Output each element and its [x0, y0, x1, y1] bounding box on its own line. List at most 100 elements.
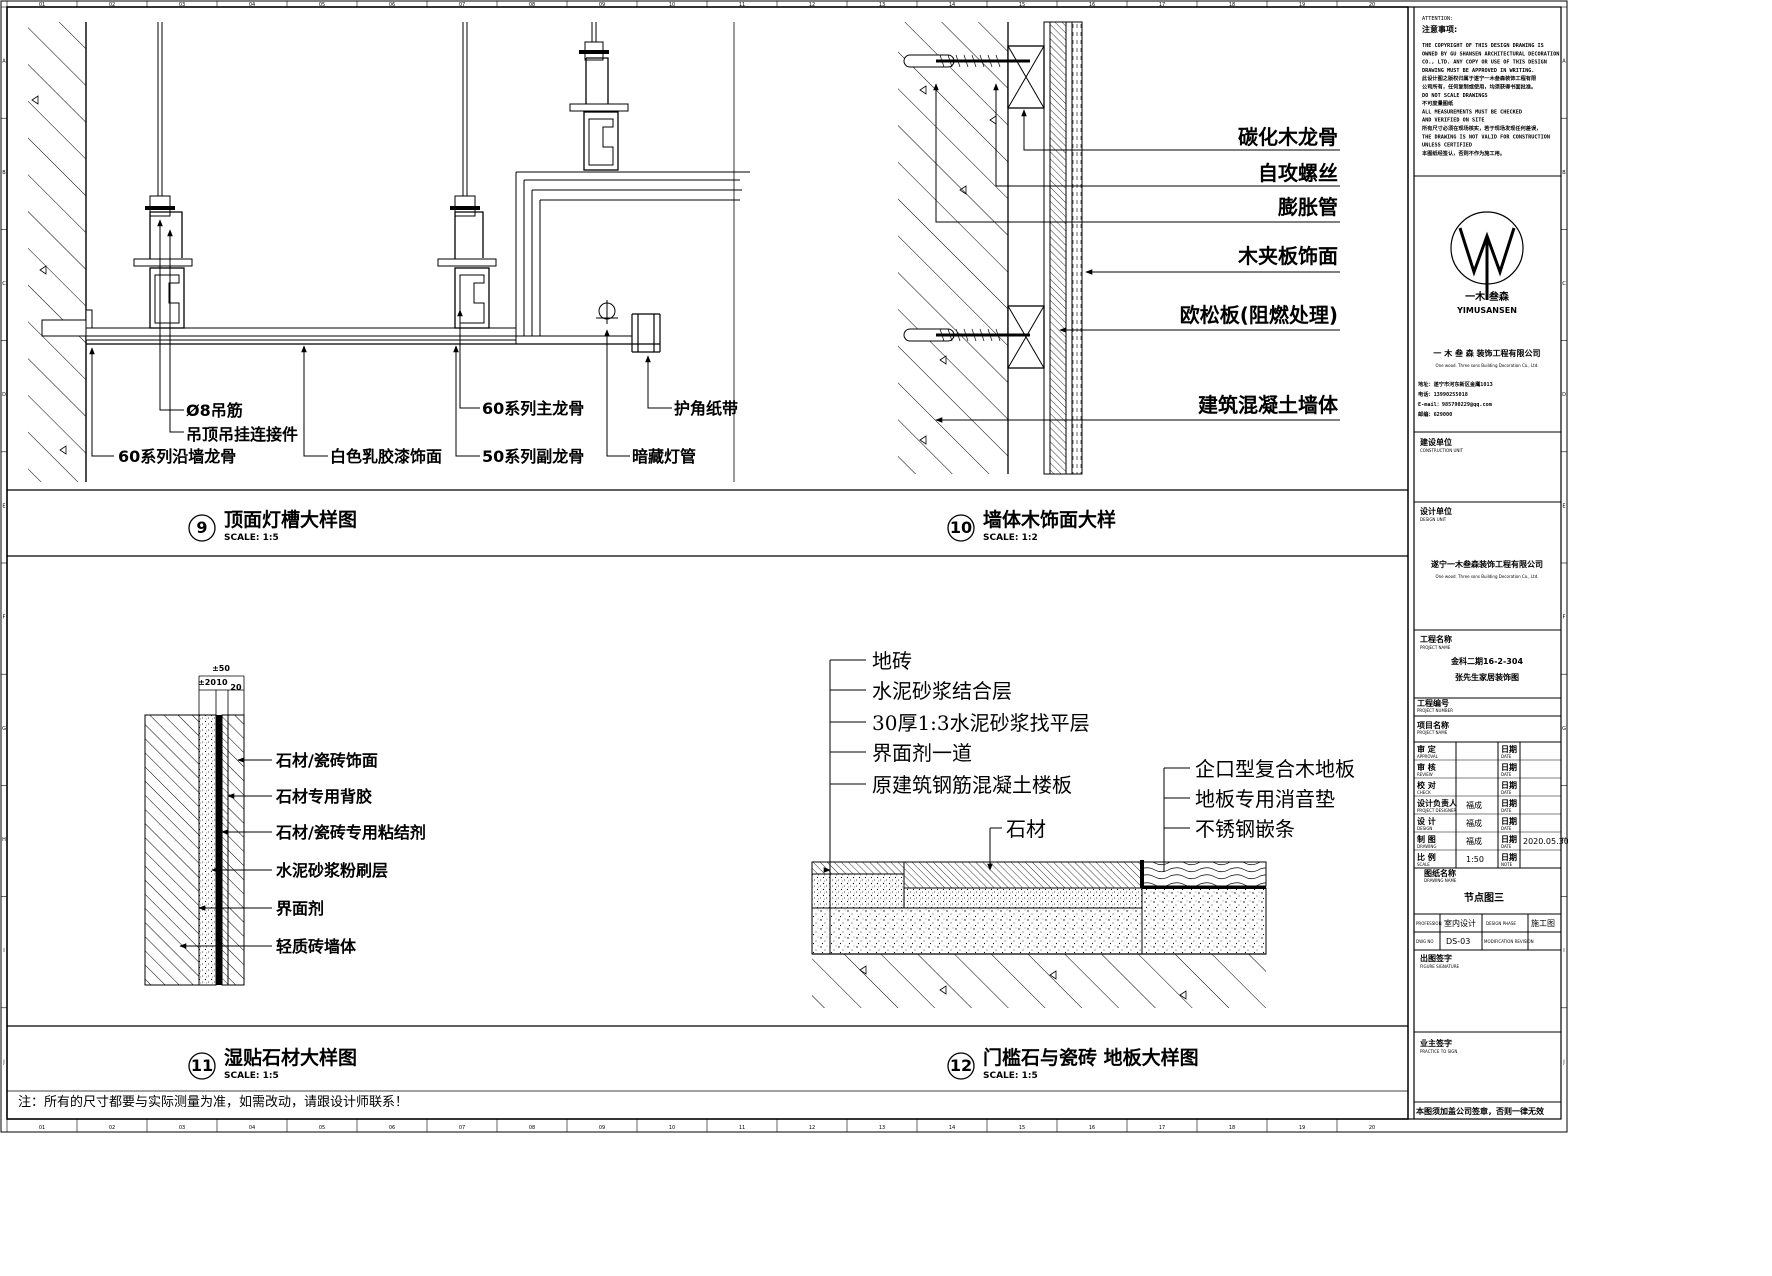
- signoff-role-cn: 比 例: [1417, 852, 1436, 862]
- grid-ticks: 0101020203030404050506060707080809091010…: [1, 1, 1567, 1132]
- grid-col-label: 03: [179, 2, 185, 8]
- address-line: E-mail：985790229@qq.com: [1418, 402, 1492, 408]
- label-carbonized-keel: 碳化木龙骨: [1238, 125, 1338, 149]
- signoff-person: 福成: [1466, 836, 1482, 846]
- dim-total: ±50: [212, 664, 230, 673]
- label-wall-keel: 60系列沿墙龙骨: [118, 447, 236, 466]
- label-adhesive: 石材/瓷砖专用粘结剂: [275, 823, 426, 842]
- signoff-date-cn: 日期: [1501, 762, 1517, 772]
- figure-signature-en: FIGURE SIGNATURE: [1420, 964, 1459, 969]
- detail-12-number-circle: [947, 1052, 975, 1080]
- label-interface-agent: 界面剂: [276, 899, 324, 918]
- drawing-name-cn: 图纸名称: [1424, 868, 1456, 878]
- grid-col-label: 06: [389, 1125, 395, 1131]
- detail-11-title: 湿贴石材大样图: [224, 1046, 357, 1069]
- signoff-person: 福成: [1466, 818, 1482, 828]
- signoff-date-cn: 日期: [1501, 816, 1517, 826]
- attention-line: 本图纸经签认，否则不作为施工用。: [1422, 149, 1505, 157]
- owner-sign-en: PRACTICE TO SIGN: [1420, 1049, 1457, 1054]
- grid-col-label: 14: [949, 2, 955, 8]
- signoff-role-en: DESIGN: [1417, 826, 1432, 831]
- grid-col-label: 18: [1229, 2, 1235, 8]
- detail-9-number: 9: [196, 518, 207, 537]
- attention-line: UNLESS CERTIFIED: [1422, 143, 1472, 149]
- project-line-1: 金科二期16-2-304: [1450, 656, 1523, 666]
- project-name-cn: 工程名称: [1420, 634, 1452, 644]
- signoff-role-en: PROJECT DESIGNER: [1417, 808, 1457, 813]
- grid-col-label: 09: [599, 1125, 605, 1131]
- modification-en: MODIFICATION REVISION: [1484, 939, 1534, 944]
- grid-row-label: I: [1563, 948, 1564, 954]
- label-hidden-light: 暗藏灯管: [632, 447, 696, 466]
- attention-line: OWNED BY GU SHANSEN ARCHITECTURAL DECORA…: [1422, 51, 1559, 57]
- grid-col-label: 10: [669, 1125, 675, 1131]
- grid-col-label: 15: [1019, 1125, 1025, 1131]
- signoff-role-cn: 审 定: [1417, 744, 1436, 754]
- label-stone-finish: 石材/瓷砖饰面: [275, 751, 378, 770]
- signoff-role-cn: 审 核: [1417, 762, 1436, 772]
- signoff-date-cn: 日期: [1501, 834, 1517, 844]
- project-line-2: 张先生家居装饰图: [1455, 672, 1519, 682]
- attention-line: DO NOT SCALE DRAWINGS: [1422, 93, 1488, 99]
- attention-line: DRAWING MUST BE APPROVED IN WRITING.: [1422, 68, 1534, 74]
- grid-row-label: D: [1562, 392, 1566, 398]
- grid-row-label: E: [1562, 503, 1565, 509]
- design-phase: 施工图: [1531, 918, 1555, 928]
- grid-col-label: 06: [389, 2, 395, 8]
- signoff-date-en: DATE: [1501, 772, 1512, 777]
- grid-col-label: 15: [1019, 2, 1025, 8]
- label-mortar-plaster: 水泥砂浆粉刷层: [276, 861, 388, 880]
- grid-col-label: 07: [459, 1125, 465, 1131]
- detail-10-number: 10: [950, 518, 972, 537]
- dim-a: ±20: [198, 678, 216, 687]
- grid-row-label: B: [2, 170, 6, 176]
- design-phase-en: DESIGN PHASE: [1486, 921, 1516, 926]
- signoff-role-en: CHECK: [1417, 790, 1431, 795]
- design-unit-en: DESIGN UNIT: [1420, 517, 1447, 522]
- dim-c: 20: [230, 683, 242, 692]
- owner-sign-cn: 业主签字: [1420, 1038, 1452, 1048]
- attention-line: CO., LTD. ANY COPY OR USE OF THIS DESIGN: [1422, 60, 1547, 66]
- logo-text-cn: 一木·叁森: [1465, 290, 1510, 303]
- label-osb-board: 欧松板(阻燃处理): [1180, 303, 1338, 327]
- label-expansion-tube: 膨胀管: [1277, 195, 1338, 219]
- grid-col-label: 04: [249, 2, 255, 8]
- company-name-en: One wood. Three sons Building Decoration…: [1435, 363, 1538, 368]
- project-number-en: PROJECT NUMBER: [1417, 708, 1453, 713]
- grid-row-label: E: [2, 503, 5, 509]
- grid-col-label: 04: [249, 1125, 255, 1131]
- address-line: 邮编：629000: [1418, 410, 1452, 418]
- construction-unit-cn: 建设单位: [1419, 437, 1452, 447]
- attention-line: 所有尺寸必须在现场核实，若于现场发现任何差误，: [1422, 124, 1541, 132]
- grid-col-label: 19: [1299, 2, 1305, 8]
- label-sound-pad: 地板专用消音垫: [1195, 787, 1335, 811]
- attention-heading: ATTENTION:: [1422, 16, 1453, 22]
- project-number-cn: 工程编号: [1417, 698, 1449, 708]
- grid-col-label: 05: [319, 2, 325, 8]
- attention-line: 此设计图之版权归属于遂宁一木叁森装饰工程有限: [1422, 74, 1537, 82]
- dwg-no: DS-03: [1446, 937, 1470, 946]
- signoff-role-cn: 设计负责人: [1417, 798, 1458, 808]
- project-name-en: PROJECT NAME: [1420, 645, 1451, 650]
- signoff-date-en: DATE: [1501, 808, 1512, 813]
- address-line: 电话：13990255018: [1418, 390, 1468, 398]
- sheet-border-outer: [0, 0, 1568, 1133]
- grid-col-label: 05: [319, 1125, 325, 1131]
- detail-9-number-circle: [188, 514, 216, 542]
- detail-12-number: 12: [950, 1056, 972, 1075]
- title-block: ATTENTION: 注意事项: THE COPYRIGHT OF THIS D…: [1413, 7, 1568, 1119]
- signoff-role-cn: 制 图: [1417, 834, 1436, 844]
- signoff-date-en: DATE: [1501, 826, 1512, 831]
- grid-col-label: 08: [529, 2, 535, 8]
- grid-col-label: 20: [1369, 2, 1375, 8]
- grid-col-label: 19: [1299, 1125, 1305, 1131]
- grid-col-label: 12: [809, 2, 815, 8]
- grid-col-label: 16: [1089, 2, 1095, 8]
- detail-9-scale: SCALE: 1:5: [224, 533, 279, 543]
- general-note: 注：所有的尺寸都要与实际测量为准，如需改动，请跟设计师联系！: [18, 1094, 408, 1110]
- grid-col-label: 17: [1159, 2, 1165, 8]
- grid-row-label: A: [1562, 59, 1566, 65]
- detail-12-title: 门槛石与瓷砖 地板大样图: [983, 1046, 1199, 1069]
- company-name-cn: 一 木 叁 森 装饰工程有限公司: [1433, 348, 1540, 358]
- signoff-date-en: NOTE: [1501, 862, 1513, 867]
